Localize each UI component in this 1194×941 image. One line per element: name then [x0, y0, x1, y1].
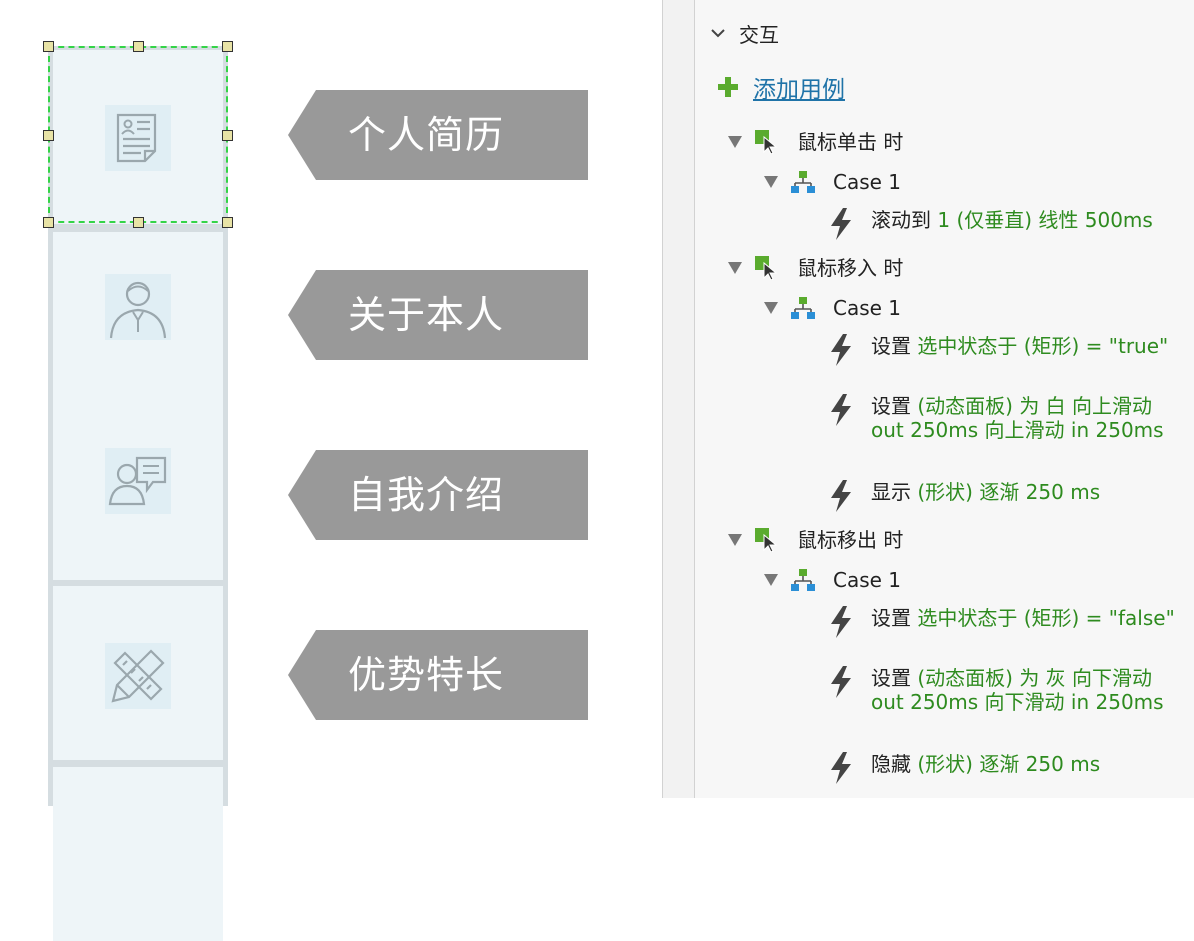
nav-cell-resume[interactable]: [53, 50, 223, 224]
pencil-ruler-icon: [105, 643, 171, 709]
add-case-label: 添加用例: [753, 77, 845, 103]
case-tree-icon: [791, 171, 815, 193]
action-item[interactable]: 显示 (形状) 逐渐 250 ms: [829, 480, 1181, 512]
action-verb: 设置: [871, 666, 911, 690]
action-target: (形状) 逐渐 250 ms: [917, 480, 1101, 504]
lightning-bolt-icon: [831, 394, 851, 426]
resize-handle-n[interactable]: [133, 41, 144, 52]
event-label: 鼠标移出 时: [797, 528, 904, 552]
lightning-bolt-icon: [831, 334, 851, 366]
action-verb: 设置: [871, 334, 911, 358]
resize-handle-e[interactable]: [222, 130, 233, 141]
action-verb: 显示: [871, 480, 911, 504]
nav-cell-more[interactable]: [53, 767, 223, 941]
case-label: Case 1: [833, 568, 902, 592]
resize-handle-se[interactable]: [222, 217, 233, 228]
nav-cell-about[interactable]: [53, 232, 223, 406]
resize-handle-w[interactable]: [43, 130, 54, 141]
action-target: (形状) 逐渐 250 ms: [917, 752, 1101, 776]
action-item[interactable]: 设置 (动态面板) 为 灰 向下滑动 out 250ms 向下滑动 in 250…: [829, 666, 1181, 714]
event-row-mouseleave[interactable]: 鼠标移出 时: [727, 528, 903, 552]
section-header-interaction[interactable]: 交互: [709, 20, 779, 47]
panel-splitter[interactable]: [662, 0, 694, 798]
resize-handle-s[interactable]: [133, 217, 144, 228]
collapse-triangle-icon: [728, 136, 742, 148]
event-cursor-icon: [755, 256, 778, 280]
event-label: 鼠标移入 时: [797, 256, 904, 280]
action-verb: 设置: [871, 606, 911, 630]
action-item[interactable]: 滚动到 1 (仅垂直) 线性 500ms: [829, 208, 1181, 240]
action-target: 1 (仅垂直) 线性 500ms: [937, 208, 1153, 232]
lightning-bolt-icon: [831, 666, 851, 698]
plus-icon: [718, 77, 738, 97]
tag-intro[interactable]: 自我介绍: [288, 450, 588, 540]
action-target: 选中状态于 (矩形) = "true": [917, 334, 1169, 358]
tag-label: 优势特长: [348, 653, 505, 697]
case-tree-icon: [791, 569, 815, 591]
case-row[interactable]: Case 1: [763, 170, 901, 194]
lightning-bolt-icon: [831, 208, 851, 240]
event-cursor-icon: [755, 130, 778, 154]
case-label: Case 1: [833, 296, 902, 320]
collapse-triangle-icon: [764, 302, 778, 314]
lightning-bolt-icon: [831, 606, 851, 638]
action-item[interactable]: 设置 选中状态于 (矩形) = "false": [829, 606, 1181, 638]
event-row-click[interactable]: 鼠标单击 时: [727, 130, 903, 154]
action-item[interactable]: 设置 (动态面板) 为 白 向上滑动 out 250ms 向上滑动 in 250…: [829, 394, 1181, 442]
person-avatar-icon: [105, 274, 171, 340]
tag-label: 自我介绍: [348, 473, 505, 517]
action-verb: 隐藏: [871, 752, 911, 776]
tag-label: 个人简历: [348, 113, 505, 157]
resize-handle-nw[interactable]: [43, 41, 54, 52]
section-title: 交互: [739, 22, 779, 47]
case-label: Case 1: [833, 170, 902, 194]
action-target: (动态面板) 为 白 向上滑动 out 250ms 向上滑动 in 250ms: [871, 394, 1164, 442]
tag-resume[interactable]: 个人简历: [288, 90, 588, 180]
action-target: (动态面板) 为 灰 向下滑动 out 250ms 向下滑动 in 250ms: [871, 666, 1164, 714]
nav-cell-skills[interactable]: [53, 586, 223, 760]
action-item[interactable]: 设置 选中状态于 (矩形) = "true": [829, 334, 1181, 366]
action-verb: 滚动到: [871, 208, 931, 232]
action-item[interactable]: 隐藏 (形状) 逐渐 250 ms: [829, 752, 1181, 784]
collapse-triangle-icon: [728, 534, 742, 546]
collapse-triangle-icon: [728, 262, 742, 274]
nav-cell-intro[interactable]: [53, 406, 223, 580]
interaction-panel: 交互 添加用例 鼠标单击 时 Case 1 滚动到 1 (仅垂直) 线性 500…: [694, 0, 1194, 798]
chevron-down-icon: [711, 29, 725, 38]
collapse-triangle-icon: [764, 574, 778, 586]
case-row[interactable]: Case 1: [763, 296, 901, 320]
resize-handle-ne[interactable]: [222, 41, 233, 52]
collapse-triangle-icon: [764, 176, 778, 188]
resume-document-icon: [105, 105, 171, 171]
lightning-bolt-icon: [831, 480, 851, 512]
event-label: 鼠标单击 时: [797, 130, 904, 154]
design-canvas[interactable]: 个人简历 关于本人 自我介绍 优势特长: [0, 0, 662, 941]
nav-column: [48, 46, 228, 941]
tag-label: 关于本人: [348, 293, 505, 337]
tag-skills[interactable]: 优势特长: [288, 630, 588, 720]
action-verb: 设置: [871, 394, 911, 418]
case-tree-icon: [791, 297, 815, 319]
action-target: 选中状态于 (矩形) = "false": [917, 606, 1175, 630]
add-case-link[interactable]: 添加用例: [717, 70, 845, 104]
case-row[interactable]: Case 1: [763, 568, 901, 592]
resize-handle-sw[interactable]: [43, 217, 54, 228]
person-chat-icon: [105, 448, 171, 514]
lightning-bolt-icon: [831, 752, 851, 784]
event-cursor-icon: [755, 528, 778, 552]
tag-about[interactable]: 关于本人: [288, 270, 588, 360]
event-row-mouseenter[interactable]: 鼠标移入 时: [727, 256, 903, 280]
